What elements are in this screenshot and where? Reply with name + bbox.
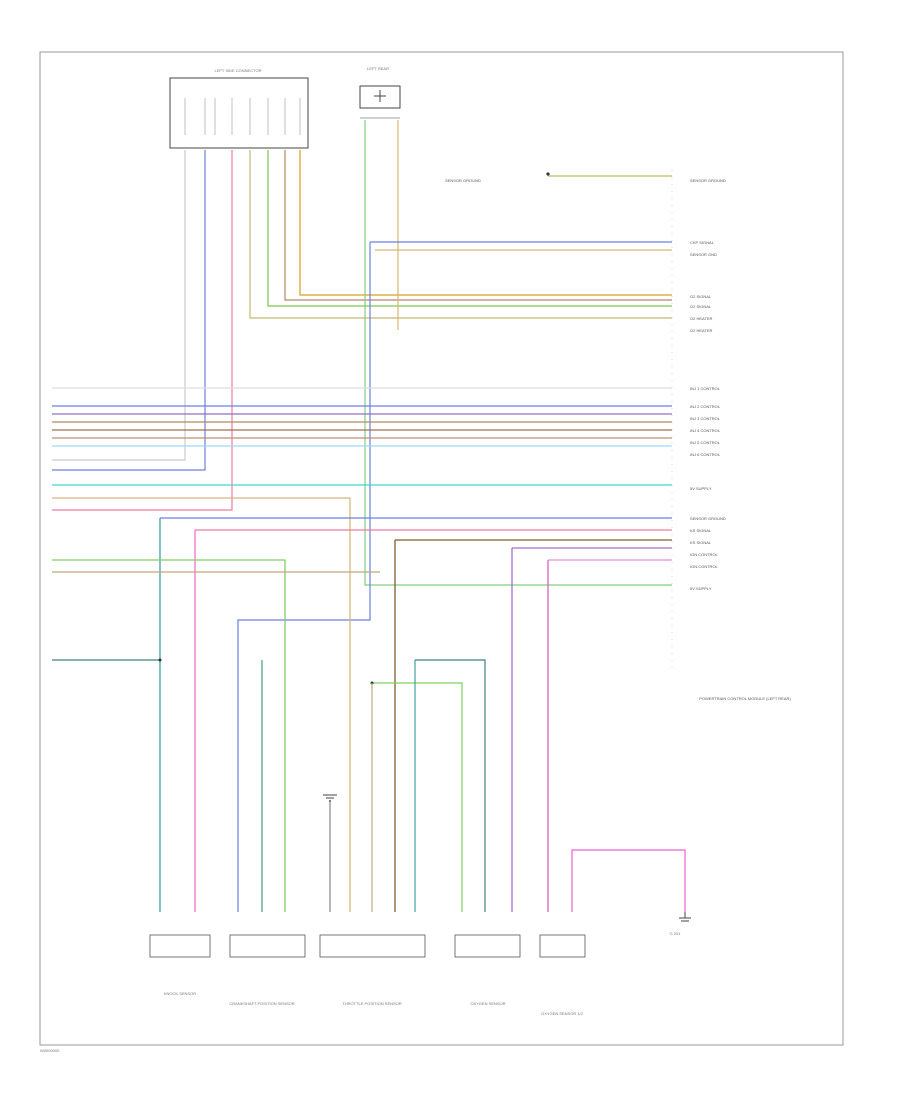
sensor-ground-text: SENSOR GROUND — [445, 178, 481, 183]
ground-symbol: G 201 — [670, 912, 691, 936]
right-label: IGN CONTROL — [690, 564, 719, 569]
footer-code: W0000000 — [40, 1048, 60, 1053]
right-label: IGN CONTROL — [690, 552, 719, 557]
right-labels: SENSOR GROUND CKP SIGNAL SENSOR GND O2 S… — [690, 178, 726, 591]
bottom-component-label: OXYGEN SENSOR 1/2 — [541, 1011, 584, 1016]
right-label: INJ 6 CONTROL — [690, 452, 721, 457]
right-label: INJ 4 CONTROL — [690, 428, 721, 433]
right-label: O2 SIGNAL — [690, 304, 712, 309]
wire-lower-right — [571, 849, 686, 912]
bottom-component-labels: KNOCK SENSOR CRANKSHAFT POSITION SENSOR … — [164, 991, 584, 1016]
connector-a: LEFT SIDE CONNECTOR — [169, 68, 309, 149]
right-label: KS SIGNAL — [690, 528, 712, 533]
module-caption: POWERTRAIN CONTROL MODULE (LEFT REAR) — [699, 696, 791, 701]
right-label: SENSOR GROUND — [690, 178, 726, 183]
right-label: O2 HEATER — [690, 328, 712, 333]
bottom-component-label: CRANKSHAFT POSITION SENSOR — [229, 1001, 294, 1006]
wires-bottom-center — [323, 659, 486, 912]
connector-b-label: LEFT REAR — [367, 66, 389, 71]
right-label: INJ 2 CONTROL — [690, 404, 721, 409]
horizontal-harness — [52, 387, 672, 912]
right-label: O2 SIGNAL — [690, 294, 712, 299]
wire-sensor-ground: SENSOR GROUND — [445, 172, 672, 183]
right-label: KS SIGNAL — [690, 540, 712, 545]
right-label: O2 HEATER — [690, 316, 712, 321]
bottom-component-label: THROTTLE POSITION SENSOR — [342, 1001, 401, 1006]
right-label: INJ 5 CONTROL — [690, 440, 721, 445]
right-label: 5V SUPPLY — [690, 486, 712, 491]
ground-label: G 201 — [670, 931, 682, 936]
right-label: CKP SIGNAL — [690, 240, 715, 245]
bottom-component-label: KNOCK SENSOR — [164, 991, 196, 996]
connector-b: LEFT REAR — [359, 66, 401, 119]
right-label: SENSOR GND — [690, 252, 717, 257]
right-label: INJ 1 CONTROL — [690, 386, 721, 391]
connector-a-label: LEFT SIDE CONNECTOR — [215, 68, 262, 73]
wire-lower-left — [52, 658, 263, 912]
diagram-border — [39, 51, 844, 1046]
bottom-component-label: OXYGEN SENSOR — [470, 1001, 505, 1006]
right-label: INJ 3 CONTROL — [690, 416, 721, 421]
right-label: SENSOR GROUND — [690, 516, 726, 521]
wires-from-connector-a — [52, 150, 672, 511]
bottom-connectors — [149, 934, 586, 958]
wires-from-connector-b — [237, 120, 672, 912]
right-label: 5V SUPPLY — [690, 586, 712, 591]
